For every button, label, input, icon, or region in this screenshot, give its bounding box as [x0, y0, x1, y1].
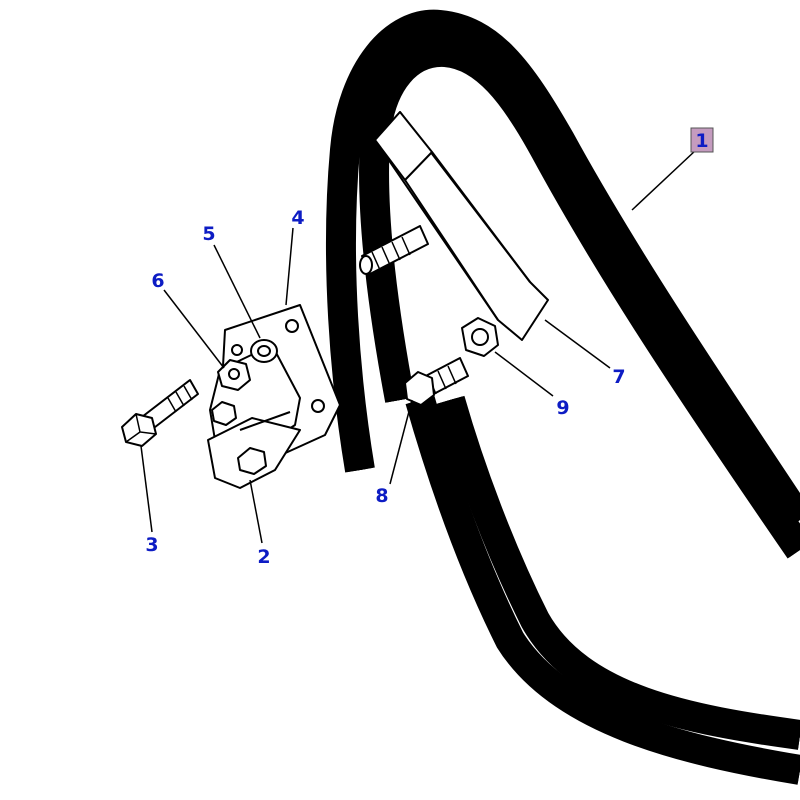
callout-8[interactable]: 8 [375, 485, 388, 507]
callout-1[interactable]: 1 [695, 130, 708, 152]
callout-4[interactable]: 4 [291, 207, 304, 229]
timing-chain [325, 9, 800, 785]
callout-9[interactable]: 9 [556, 397, 569, 419]
callout-3[interactable]: 3 [145, 534, 158, 556]
callout-5[interactable]: 5 [202, 223, 215, 245]
callout-7[interactable]: 7 [612, 366, 625, 388]
callout-2[interactable]: 2 [257, 546, 270, 568]
tensioner-assembly [207, 304, 341, 489]
chain-guide [374, 111, 549, 341]
callout-6[interactable]: 6 [151, 270, 164, 292]
callout-1-highlight [690, 127, 714, 153]
leader-lines [140, 149, 697, 544]
upper-stud [359, 225, 429, 275]
bolt-3 [121, 379, 199, 447]
callouts: 1 2 3 4 5 6 7 8 9 [145, 127, 714, 568]
washer-nut [461, 317, 499, 357]
bolt-8 [404, 357, 469, 406]
